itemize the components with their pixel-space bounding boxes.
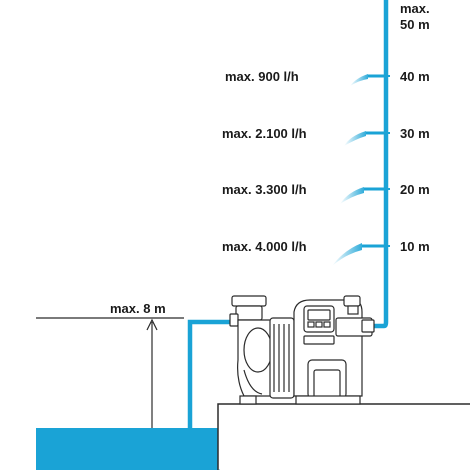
flow-rate-10m: max. 4.000 l/h (222, 239, 307, 254)
outlet-10m (332, 243, 386, 266)
flow-rate-40m: max. 900 l/h (225, 69, 299, 84)
height-label-10m: 10 m (400, 239, 430, 254)
pump-icon (229, 295, 375, 405)
flow-rate-30m: max. 2.100 l/h (222, 126, 307, 141)
height-label-40m: 40 m (400, 69, 430, 84)
outlet-20m (340, 187, 386, 204)
arrow-head-icon (146, 318, 158, 331)
riser-pipe (374, 0, 389, 329)
max-height-label-1: max. (400, 1, 430, 16)
platform (217, 403, 470, 470)
max-height-label-2: 50 m (400, 17, 430, 32)
suction-depth-label: max. 8 m (110, 301, 166, 316)
flow-rate-20m: max. 3.300 l/h (222, 182, 307, 197)
height-label-30m: 30 m (400, 126, 430, 141)
suction-pipe (187, 319, 234, 434)
height-label-20m: 20 m (400, 182, 430, 197)
water-reservoir (36, 428, 220, 470)
outlet-30m (344, 131, 386, 146)
outlet-40m (350, 74, 386, 86)
